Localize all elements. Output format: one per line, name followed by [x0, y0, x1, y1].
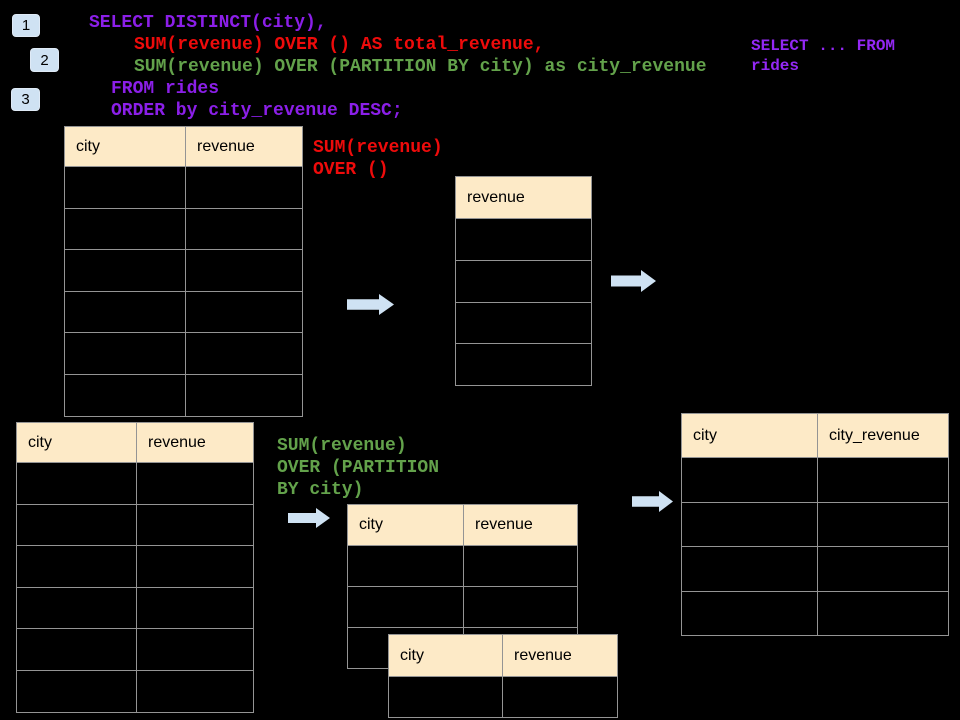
column-header-city: city — [347, 504, 464, 546]
flow-arrow-result-icon — [632, 491, 673, 512]
label-sum-over-total: SUM(revenue) OVER () — [313, 138, 443, 180]
table-cell — [455, 343, 592, 387]
label-sum-over-partition: SUM(revenue) OVER (PARTITION BY city) — [277, 436, 440, 500]
sql-line-from: FROM rides — [111, 79, 220, 99]
step-badge-1: 1 — [12, 14, 40, 37]
table-cell — [64, 166, 186, 209]
table-row — [64, 249, 303, 292]
table-row — [455, 343, 592, 387]
step-badge-2: 2 — [30, 48, 59, 72]
table-cell — [136, 628, 254, 671]
table-cell — [347, 545, 464, 587]
table-cell — [463, 586, 578, 628]
flow-arrow-partition-icon — [288, 508, 330, 528]
table-cell — [136, 586, 254, 630]
table-row — [455, 259, 592, 303]
table-cell — [347, 586, 464, 628]
table-cell — [136, 462, 254, 505]
flow-arrow-total-out-icon — [611, 270, 656, 292]
table-cell — [185, 166, 303, 209]
table-source-top: city revenue — [64, 126, 303, 417]
table-cell — [185, 207, 303, 251]
sql-line-select: SELECT DISTINCT(city), — [89, 13, 327, 33]
table-cell — [185, 249, 303, 292]
column-header-city: city — [388, 634, 503, 677]
table-cell — [455, 301, 592, 345]
table-cell — [16, 669, 137, 713]
column-header-city: city — [16, 422, 137, 463]
sql-line-total-revenue: SUM(revenue) OVER () AS total_revenue, — [134, 35, 545, 55]
table-cell — [463, 545, 578, 587]
column-header-revenue: revenue — [502, 634, 618, 677]
table-row — [16, 503, 254, 547]
table-row — [388, 676, 618, 718]
table-cell — [64, 373, 186, 417]
sql-line-order-by: ORDER by city_revenue DESC; — [111, 101, 403, 121]
table-row — [681, 546, 949, 592]
table-cell — [185, 290, 303, 334]
column-header-city-revenue: city_revenue — [817, 413, 949, 458]
column-header-revenue: revenue — [136, 422, 254, 463]
table-cell — [64, 207, 186, 251]
table-cell — [16, 462, 137, 505]
table-cell — [136, 503, 254, 547]
table-row — [64, 207, 303, 251]
column-header-city: city — [64, 126, 186, 167]
table-row — [681, 501, 949, 547]
table-cell — [16, 503, 137, 547]
side-note-select-from-rides: SELECT ... FROM rides — [751, 37, 896, 75]
table-row — [681, 457, 949, 503]
table-row — [16, 669, 254, 713]
table-row — [64, 332, 303, 375]
table-row — [16, 462, 254, 505]
table-cell — [185, 332, 303, 375]
table-cell — [455, 218, 592, 261]
table-row — [455, 218, 592, 261]
table-cell — [64, 332, 186, 375]
sql-line-city-revenue: SUM(revenue) OVER (PARTITION BY city) as… — [134, 57, 707, 77]
column-header-revenue: revenue — [185, 126, 303, 167]
table-row — [16, 586, 254, 630]
table-cell — [817, 546, 949, 592]
column-header-city: city — [681, 413, 818, 458]
table-cell — [136, 669, 254, 713]
column-header-revenue: revenue — [455, 176, 592, 219]
table-row — [347, 545, 578, 587]
table-row — [64, 373, 303, 417]
table-total-revenue: revenue — [455, 176, 592, 387]
table-cell — [64, 290, 186, 334]
table-cell — [16, 628, 137, 671]
table-row — [455, 301, 592, 345]
table-cell — [185, 373, 303, 417]
table-source-bottom: city revenue — [16, 422, 254, 713]
column-header-revenue: revenue — [463, 504, 578, 546]
table-cell — [817, 590, 949, 636]
table-cell — [64, 249, 186, 292]
table-cell — [681, 590, 818, 636]
table-cell — [681, 501, 818, 547]
table-cell — [136, 545, 254, 588]
table-partition-overlay: city revenue — [388, 634, 618, 718]
table-row — [64, 290, 303, 334]
table-cell — [16, 545, 137, 588]
table-cell — [502, 676, 618, 718]
table-cell — [388, 676, 503, 718]
step-badge-3: 3 — [11, 88, 40, 111]
table-cell — [817, 501, 949, 547]
table-cell — [16, 586, 137, 630]
table-cell — [681, 457, 818, 503]
table-row — [681, 590, 949, 636]
table-result: city city_revenue — [681, 413, 949, 636]
table-cell — [681, 546, 818, 592]
flow-arrow-total-icon — [347, 294, 394, 315]
table-row — [16, 545, 254, 588]
table-row — [64, 166, 303, 209]
table-row — [16, 628, 254, 671]
table-cell — [817, 457, 949, 503]
table-row — [347, 586, 578, 628]
table-cell — [455, 259, 592, 303]
